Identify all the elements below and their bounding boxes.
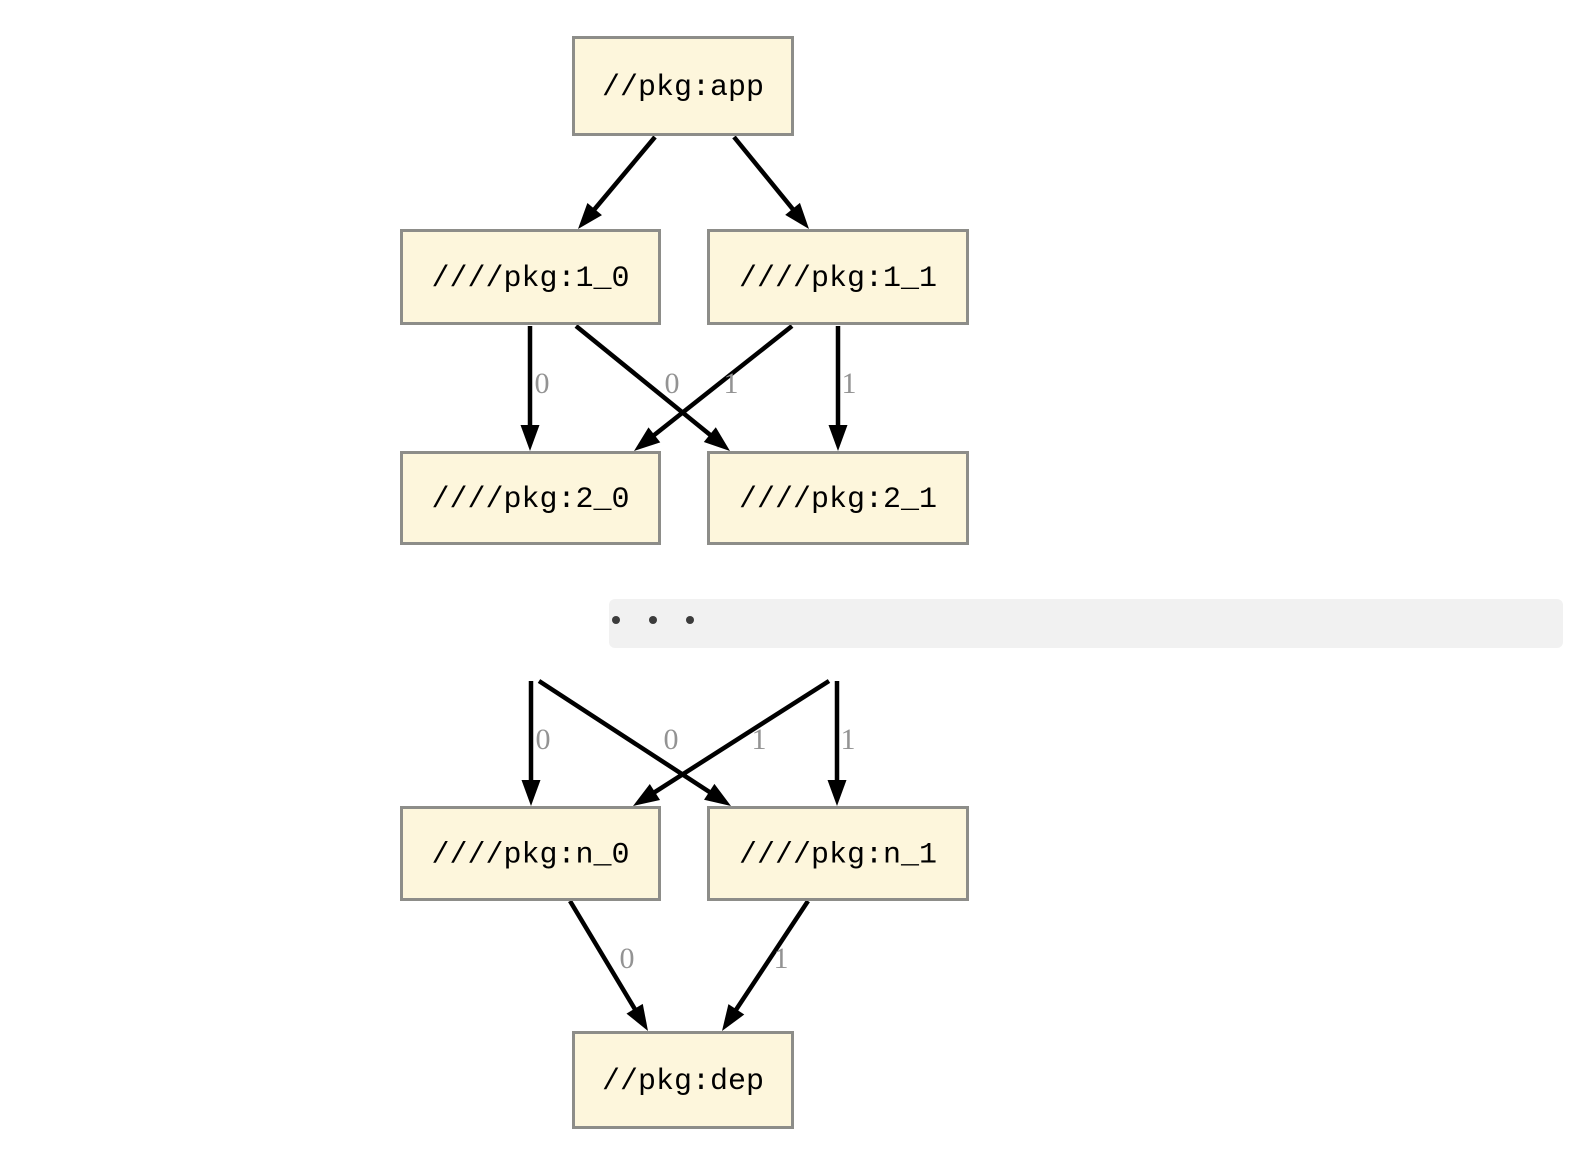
ellipsis-dot-2 <box>649 616 657 624</box>
edge-label-1_0-2_0: 0 <box>535 367 550 400</box>
node-label-n1_0: ////pkg:1_0 <box>431 262 629 296</box>
node-label-n2_1: ////pkg:2_1 <box>739 483 937 517</box>
edge-label-1_0-2_1: 0 <box>665 367 680 400</box>
edge-arrowhead <box>521 780 541 806</box>
ellipsis-layer <box>609 599 1563 648</box>
edge-line <box>732 899 810 1014</box>
edge-label-x-n_1b: 1 <box>841 723 856 756</box>
nodes-layer: //pkg:app ////pkg:1_0 ////pkg:1_1 ////pkg:2… <box>400 36 969 1129</box>
node-n1_1[interactable]: ////pkg:1_1 <box>707 229 969 325</box>
ellipsis-dot-3 <box>686 616 694 624</box>
edge-x-n_0 <box>521 681 541 806</box>
edge-n_1-dep <box>722 899 810 1031</box>
collapsed-section-indicator <box>609 599 1563 648</box>
edge-label-x-n_0b: 1 <box>752 723 767 756</box>
edge-arrowhead <box>785 202 809 229</box>
edge-arrowhead <box>703 427 730 451</box>
node-dep[interactable]: //pkg:dep <box>572 1031 794 1129</box>
node-label-n2_0: ////pkg:2_0 <box>431 483 629 517</box>
edge-arrowhead <box>634 427 661 451</box>
node-label-nn_0: ////pkg:n_0 <box>431 838 629 872</box>
edge-arrowhead <box>520 425 540 451</box>
node-nn_0[interactable]: ////pkg:n_0 <box>400 806 661 901</box>
node-box-n2_0[interactable] <box>400 451 661 545</box>
node-box-nn_0[interactable] <box>400 806 661 901</box>
node-n2_1[interactable]: ////pkg:2_1 <box>707 451 969 545</box>
edge-1_1-2_1 <box>828 326 848 451</box>
edge-label-x-n_0: 0 <box>536 723 551 756</box>
node-n1_0[interactable]: ////pkg:1_0 <box>400 229 661 325</box>
edge-1_1-2_0 <box>634 324 794 451</box>
edge-labels-layer: 0 0 1 1 0 0 1 1 0 1 <box>535 367 857 975</box>
edge-line <box>574 324 715 439</box>
node-box-app[interactable] <box>572 36 794 136</box>
node-label-dep: //pkg:dep <box>602 1065 764 1099</box>
edge-arrowhead <box>626 1003 648 1031</box>
edge-app-1_0 <box>578 135 657 229</box>
node-label-nn_1: ////pkg:n_1 <box>739 838 937 872</box>
node-box-dep[interactable] <box>572 1031 794 1129</box>
node-label-app: //pkg:app <box>602 71 764 105</box>
edge-arrowhead <box>704 783 731 806</box>
node-nn_1[interactable]: ////pkg:n_1 <box>707 806 969 901</box>
node-label-n1_1: ////pkg:1_1 <box>739 262 937 296</box>
edge-line <box>649 324 794 440</box>
node-box-n1_1[interactable] <box>707 229 969 325</box>
edges-layer <box>520 135 848 1031</box>
edge-label-1_1-2_0: 1 <box>724 367 739 400</box>
ellipsis-dot-1 <box>612 616 620 624</box>
edge-arrowhead <box>828 425 848 451</box>
edge-line <box>650 679 831 797</box>
edge-label-x-n_1a: 0 <box>664 723 679 756</box>
edge-arrowhead <box>633 784 661 806</box>
edge-app-1_1 <box>732 135 809 229</box>
edge-label-1_1-2_1: 1 <box>842 367 857 400</box>
edge-arrowhead <box>722 1004 745 1031</box>
edge-x-n_0b <box>633 679 831 806</box>
edge-n_0-dep <box>568 899 648 1031</box>
node-n2_0[interactable]: ////pkg:2_0 <box>400 451 661 545</box>
edge-label-n_0-dep: 0 <box>620 942 635 975</box>
edge-arrowhead <box>578 202 602 229</box>
edge-x-n_1b <box>827 681 847 806</box>
edge-1_0-2_1 <box>574 324 730 451</box>
edge-line <box>568 899 639 1014</box>
edge-line <box>590 135 657 214</box>
node-box-nn_1[interactable] <box>707 806 969 901</box>
node-box-n1_0[interactable] <box>400 229 661 325</box>
edge-line <box>732 135 797 214</box>
edge-label-n_1-dep: 1 <box>774 942 789 975</box>
node-app[interactable]: //pkg:app <box>572 36 794 136</box>
edge-arrowhead <box>827 780 847 806</box>
edge-1_0-2_0 <box>520 326 540 451</box>
node-box-n2_1[interactable] <box>707 451 969 545</box>
